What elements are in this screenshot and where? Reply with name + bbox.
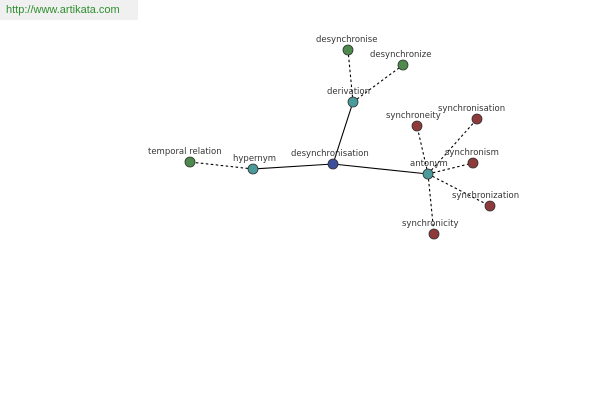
edge-antonym-synchronization — [427, 173, 491, 207]
url-banner: http://www.artikata.com — [0, 0, 138, 20]
node-dot-derivation[interactable] — [347, 96, 359, 108]
node-label-desynchronise[interactable]: desynchronise — [316, 35, 377, 45]
node-synchroneity[interactable]: synchroneity — [386, 111, 441, 132]
node-dot-temporal-relation[interactable] — [184, 156, 196, 168]
edge-derivation-desynchronise — [347, 49, 354, 103]
node-dot-hypernym[interactable] — [247, 163, 259, 175]
edge-desynchronisation-hypernym — [252, 163, 334, 170]
node-synchronization[interactable]: synchronization — [452, 191, 519, 212]
node-label-synchroneity[interactable]: synchroneity — [386, 111, 441, 121]
edge-antonym-synchroneity — [416, 125, 429, 175]
node-label-hypernym[interactable]: hypernym — [233, 154, 276, 164]
node-synchronicity[interactable]: synchronicity — [402, 219, 459, 240]
node-dot-synchronicity[interactable] — [428, 228, 440, 240]
node-label-desynchronisation[interactable]: desynchronisation — [291, 149, 369, 159]
node-dot-desynchronise[interactable] — [342, 44, 354, 56]
edge-desynchronisation-antonym — [332, 163, 429, 175]
node-desynchronisation[interactable]: desynchronisation — [291, 149, 369, 170]
node-label-antonym[interactable]: antonym — [410, 159, 448, 169]
node-desynchronise[interactable]: desynchronise — [316, 35, 377, 56]
node-label-synchronisation[interactable]: synchronisation — [438, 104, 505, 114]
node-temporal-relation[interactable]: temporal relation — [148, 147, 222, 168]
node-dot-desynchronisation[interactable] — [327, 158, 339, 170]
node-label-desynchronize[interactable]: desynchronize — [370, 50, 431, 60]
node-label-synchronicity[interactable]: synchronicity — [402, 219, 459, 229]
graph-nodes: desynchronisation hypernym temporal relati… — [148, 35, 519, 240]
graph-edges — [189, 49, 491, 235]
node-label-temporal-relation[interactable]: temporal relation — [148, 147, 222, 157]
node-dot-desynchronize[interactable] — [397, 59, 409, 71]
node-dot-antonym[interactable] — [422, 168, 434, 180]
edge-hypernym-temporal-relation — [189, 161, 254, 170]
node-hypernym[interactable]: hypernym — [233, 154, 276, 175]
node-synchronism[interactable]: synchronism — [445, 148, 499, 169]
node-label-derivation[interactable]: derivation — [327, 87, 370, 97]
node-derivation[interactable]: derivation — [327, 87, 370, 108]
node-synchronisation[interactable]: synchronisation — [438, 104, 505, 125]
node-dot-synchronism[interactable] — [467, 157, 479, 169]
node-label-synchronism[interactable]: synchronism — [445, 148, 499, 158]
node-dot-synchronisation[interactable] — [471, 113, 483, 125]
node-dot-synchronization[interactable] — [484, 200, 496, 212]
site-url[interactable]: http://www.artikata.com — [6, 4, 120, 16]
node-antonym[interactable]: antonym — [410, 159, 448, 180]
node-desynchronize[interactable]: desynchronize — [370, 50, 431, 71]
edge-antonym-synchronicity — [427, 173, 435, 235]
edge-derivation-desynchronize — [352, 64, 404, 103]
node-label-synchronization[interactable]: synchronization — [452, 191, 519, 201]
edge-antonym-synchronisation — [427, 118, 478, 175]
edge-desynchronisation-derivation — [332, 101, 354, 165]
node-dot-synchroneity[interactable] — [411, 120, 423, 132]
